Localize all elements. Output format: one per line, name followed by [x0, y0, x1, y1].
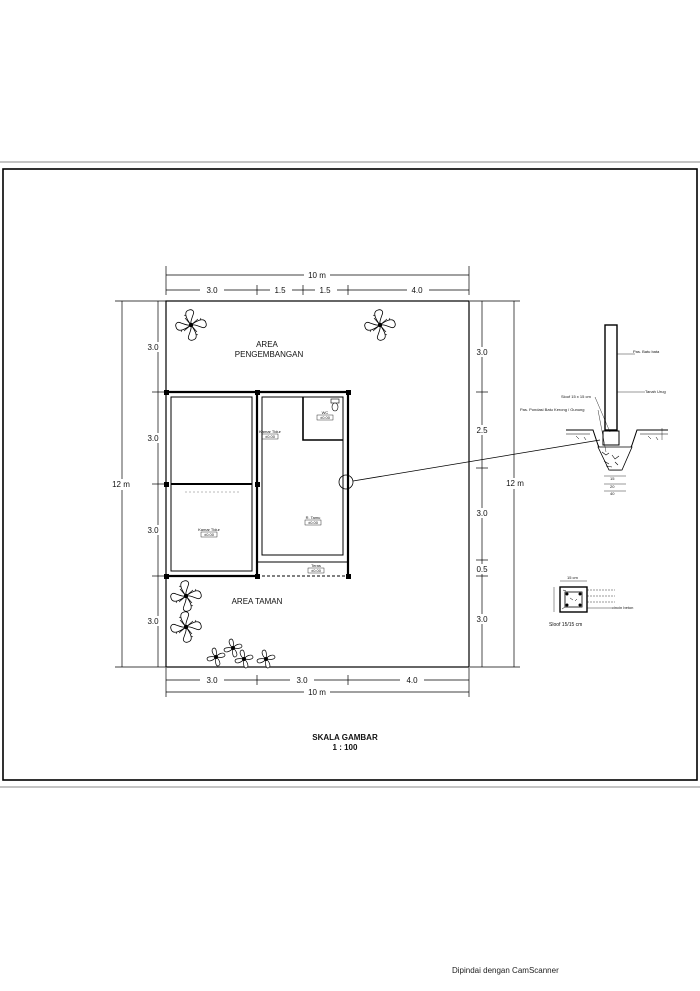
dim-right-seg: 3.0 [476, 509, 488, 518]
shrub-icon [206, 647, 226, 667]
svg-text:±0.00: ±0.00 [265, 434, 276, 439]
dim-left-seg: 3.0 [147, 434, 159, 443]
svg-text:±0.00: ±0.00 [204, 532, 215, 537]
sloof-note: cincin beton [612, 605, 633, 610]
dim-right-seg: 3.0 [476, 615, 488, 624]
dim-bottom-total: 10 m [308, 688, 326, 697]
svg-text:WC: WC [322, 410, 329, 415]
detail-label-foundation: Pas. Pondasi Batu Kerong / Gunung [520, 407, 585, 412]
dim-left-seg: 3.0 [147, 617, 159, 626]
dim-right-seg: 0.5 [476, 565, 488, 574]
plant-icon [364, 309, 396, 341]
room-label-bedroom-1: Kamar Tidur ±0.00 [259, 429, 282, 440]
plant-icon [170, 580, 202, 612]
foundation-detail [566, 324, 668, 492]
svg-text:±0.00: ±0.00 [320, 415, 331, 420]
sloof-detail [553, 580, 615, 613]
svg-text:Kamar Tidur: Kamar Tidur [198, 527, 220, 532]
detail-callout-leader [352, 439, 601, 482]
detail-dim: 20 [610, 484, 615, 489]
dim-bottom-seg: 3.0 [206, 676, 218, 685]
sloof-caption: Sloof 15/15 cm [549, 622, 582, 628]
scale-title: SKALA GAMBAR [312, 733, 378, 742]
detail-callout-circle [338, 474, 354, 490]
svg-text:R. Tamu: R. Tamu [306, 515, 321, 520]
plant-icon [175, 309, 207, 341]
dim-top-seg: 1.5 [319, 286, 331, 295]
scale-value: 1 : 100 [333, 743, 358, 752]
area-garden-label: AREA TAMAN [232, 597, 283, 606]
detail-label-fill-soil: Tanah Urug [645, 389, 666, 394]
dim-top-total: 10 m [308, 271, 326, 280]
shrub-icon [223, 638, 243, 658]
area-development-label: AREA [256, 340, 278, 349]
sloof-dim: 15 cm [567, 575, 579, 580]
dim-bottom-seg: 4.0 [406, 676, 418, 685]
sheet-border [2, 168, 698, 781]
room-label-living-room: R. Tamu ±0.00 [304, 515, 322, 526]
scanner-watermark: Dipindai dengan CamScanner [452, 966, 559, 975]
detail-dim: 40 [610, 491, 615, 496]
plant-icon [170, 611, 202, 643]
dim-right-total: 12 m [506, 479, 524, 488]
room-label-wc: WC ±0.00 [316, 410, 334, 421]
area-development-label: PENGEMBANGAN [235, 350, 304, 359]
svg-text:±0.00: ±0.00 [311, 568, 322, 573]
room-label-bedroom-2: Kamar Tidur ±0.00 [198, 527, 221, 538]
detail-label-brick: Pas. Batu bata [633, 349, 660, 354]
detail-label-sloof: Sloof 15 x 15 cm [561, 394, 591, 399]
dim-left-total: 12 m [112, 480, 130, 489]
dim-top-seg: 3.0 [206, 286, 218, 295]
room-label-terrace: Teras ±0.00 [307, 563, 325, 574]
dim-left-seg: 3.0 [147, 526, 159, 535]
detail-dim: 15 [610, 476, 615, 481]
dim-bottom-seg: 3.0 [296, 676, 308, 685]
svg-text:±0.00: ±0.00 [308, 520, 319, 525]
dim-right-seg: 3.0 [476, 348, 488, 357]
dim-left-seg: 3.0 [147, 343, 159, 352]
dim-right-seg: 2.5 [476, 426, 488, 435]
shrub-icon [234, 649, 254, 669]
toilet-icon [330, 398, 340, 412]
columns [164, 390, 351, 579]
svg-text:Kamar Tidur: Kamar Tidur [259, 429, 281, 434]
shrub-icon [256, 649, 276, 669]
dim-top-seg: 4.0 [411, 286, 423, 295]
dim-top-seg: 1.5 [274, 286, 286, 295]
svg-text:Teras: Teras [311, 563, 321, 568]
